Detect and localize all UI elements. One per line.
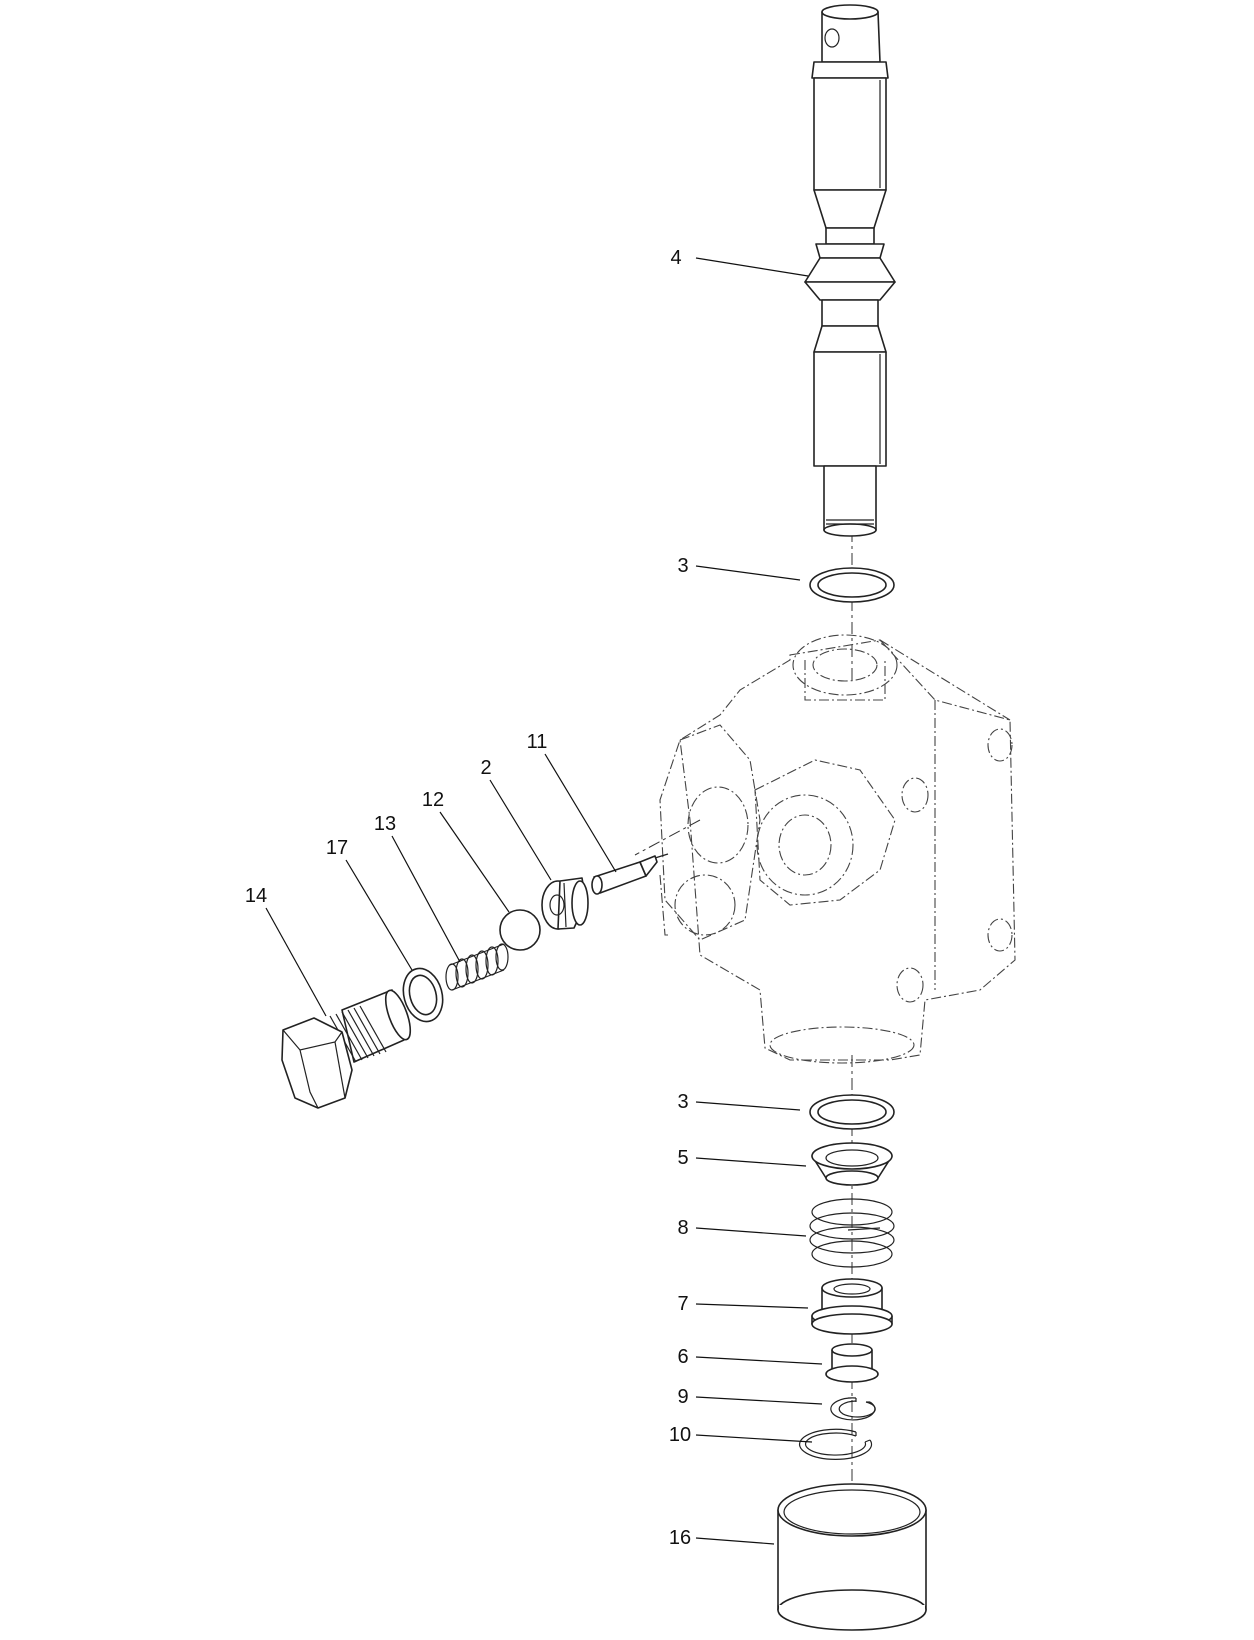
leader-14 <box>265 907 327 1017</box>
valve-body-phantom <box>659 634 1016 1064</box>
ball-part <box>499 909 541 951</box>
callout-11: 11 <box>527 731 548 753</box>
snap-ring-small-part <box>830 1397 876 1421</box>
callout-5: 5 <box>677 1147 688 1169</box>
leader-11 <box>544 753 617 873</box>
leader-4 <box>695 257 809 277</box>
leader-7 <box>695 1303 809 1309</box>
poppet-pin-part <box>591 853 669 895</box>
port-reference-bracket <box>659 874 668 936</box>
callout-8: 8 <box>677 1217 688 1239</box>
o-ring-upper-part <box>809 567 895 603</box>
leader-5 <box>695 1157 807 1167</box>
plug-part <box>281 989 412 1109</box>
poppet-seat-part <box>541 877 589 930</box>
callout-16: 16 <box>669 1527 691 1549</box>
leader-6 <box>695 1356 823 1365</box>
callout-9: 9 <box>677 1386 688 1408</box>
leader-17 <box>345 859 413 971</box>
callout-7: 7 <box>677 1293 688 1315</box>
seal-ring-part <box>402 967 444 1023</box>
callout-2: 2 <box>480 757 491 779</box>
callout-14: 14 <box>245 885 267 907</box>
leader-3-upper <box>695 565 801 581</box>
small-spring-part <box>445 943 509 991</box>
callout-3-upper: 3 <box>677 555 688 577</box>
callout-3-lower: 3 <box>677 1091 688 1113</box>
leader-16 <box>695 1537 775 1545</box>
callout-10: 10 <box>669 1424 691 1446</box>
callout-17: 17 <box>326 837 348 859</box>
callout-6: 6 <box>677 1346 688 1368</box>
end-cap-part <box>777 1483 927 1631</box>
leader-9 <box>695 1396 823 1405</box>
leader-13 <box>391 835 461 963</box>
spacer-part <box>825 1343 879 1383</box>
snap-ring-large-part <box>798 1428 873 1460</box>
callout-4: 4 <box>670 247 681 269</box>
centering-spring-part <box>809 1198 895 1268</box>
leader-3-lower <box>695 1101 801 1111</box>
leader-12 <box>439 811 510 913</box>
leader-10 <box>695 1434 813 1443</box>
leader-8 <box>695 1227 807 1237</box>
spring-retainer-upper-part <box>811 1142 893 1186</box>
o-ring-lower-part <box>809 1094 895 1130</box>
callout-12: 12 <box>422 789 444 811</box>
spring-retainer-lower-part <box>811 1278 893 1335</box>
leader-2 <box>489 779 552 881</box>
callout-13: 13 <box>374 813 396 835</box>
spool-part <box>804 4 896 537</box>
